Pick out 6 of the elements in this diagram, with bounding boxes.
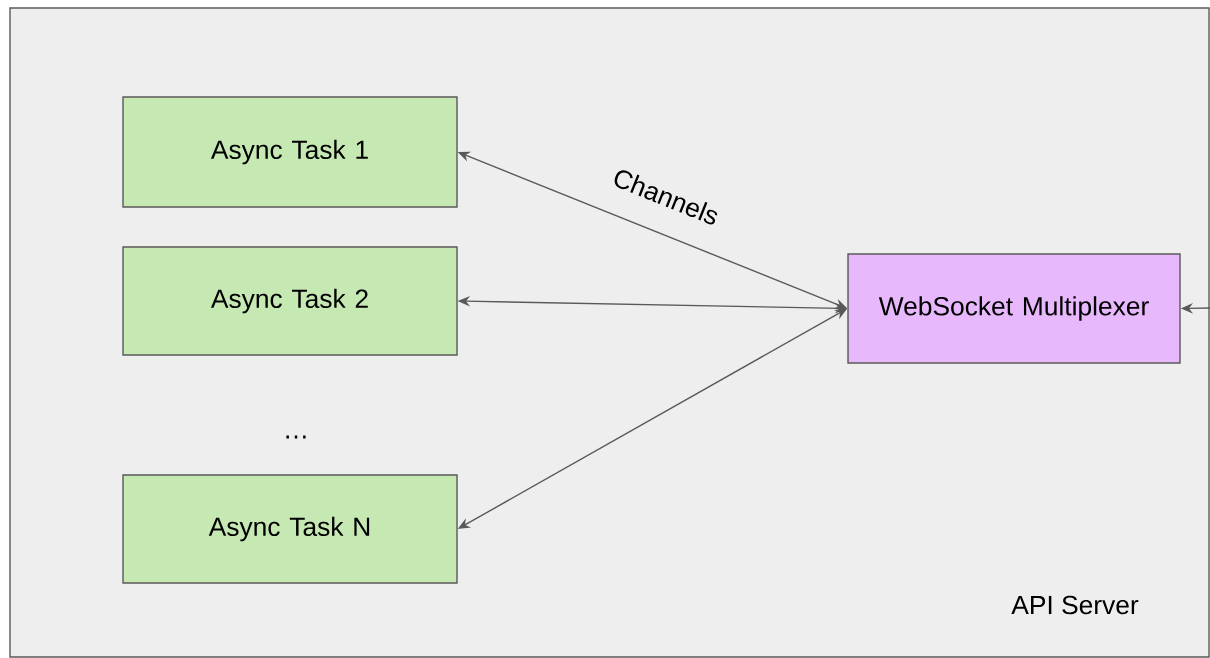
frame-label: API Server [1011, 595, 1139, 615]
task-box: Async Task N [122, 474, 458, 584]
ellipsis-label: … [286, 435, 306, 439]
multiplexer-box: WebSocket Multiplexer [847, 253, 1181, 364]
task-box: Async Task 2 [122, 246, 458, 356]
task-box: Async Task 1 [122, 96, 458, 208]
